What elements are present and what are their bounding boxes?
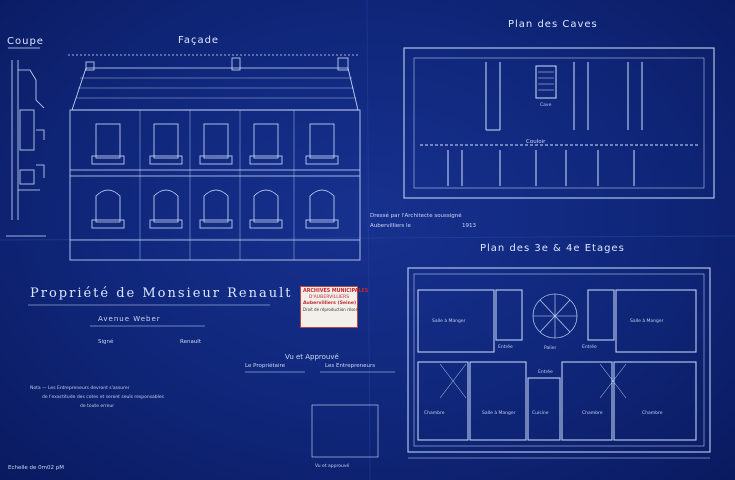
bottom-note: Vu et approuvé xyxy=(315,464,350,469)
stamp-line-2: D'AUBERVILLIERS xyxy=(308,295,350,300)
floor-plan xyxy=(407,267,711,459)
facade-windows-lower xyxy=(91,189,339,229)
room-bedroom-1: Chambre xyxy=(424,411,445,416)
note-line-1: Nota — Les Entrepreneurs devront s'assur… xyxy=(30,386,130,391)
section-drawing xyxy=(6,47,46,237)
architect-year: 1913 xyxy=(462,223,476,229)
floor-plan-title: Plan des 3e & 4e Etages xyxy=(480,243,625,254)
scale-label: Echelle de 0m02 pM xyxy=(8,465,65,471)
room-bedroom-2: Chambre xyxy=(582,411,603,416)
section-label: Coupe xyxy=(7,36,44,47)
facade-drawing xyxy=(68,54,361,261)
room-entry-right: Entrée xyxy=(582,345,597,350)
approved-label: Vu et Approuvé xyxy=(285,353,339,361)
room-dining-left: Salle à Manger xyxy=(432,319,466,324)
room-kitchen: Cuisine xyxy=(532,411,549,416)
owner-label: Le Propriétaire xyxy=(245,363,286,369)
room-landing: Palier xyxy=(544,346,557,351)
note-line-2: de l'exactitude des cotes et seront seul… xyxy=(42,395,165,400)
room-bedroom-3: Chambre xyxy=(642,411,663,416)
note-line-3: de toute erreur xyxy=(80,404,115,409)
room-dining-bottom: Salle à Manger xyxy=(482,411,516,416)
stamp-line-4: Droit de réproduction réservé xyxy=(303,307,363,312)
street-name: Avenue Weber xyxy=(98,315,161,323)
signature-right: Renault xyxy=(180,339,201,345)
room-entry-center: Entrée xyxy=(538,370,553,375)
staircase xyxy=(532,293,578,339)
room-cave: Cave xyxy=(540,103,552,108)
facade-windows-upper xyxy=(91,123,339,165)
facade-label: Façade xyxy=(178,35,220,46)
room-dining-right: Salle à Manger xyxy=(630,319,664,324)
room-corridor: Couloir xyxy=(526,139,546,145)
stamp-line-3: Aubervilliers (Seine) xyxy=(303,301,357,306)
stamp-line-1: ARCHIVES MUNICIPALES xyxy=(303,289,369,294)
architect-line-1: Dressé par l'Architecte soussigné xyxy=(370,213,462,219)
contractor-label: Les Entrepreneurs xyxy=(325,363,376,369)
signature-left: Signé xyxy=(98,339,114,345)
cellar-plan xyxy=(403,47,715,199)
archive-stamp: ARCHIVES MUNICIPALES D'AUBERVILLIERS Aub… xyxy=(300,286,369,328)
room-entry-left: Entrée xyxy=(498,345,513,350)
cellar-plan-title: Plan des Caves xyxy=(508,19,598,30)
owner-title: Propriété de Monsieur Renault xyxy=(30,286,293,301)
architect-line-2: Aubervilliers le xyxy=(370,223,411,229)
